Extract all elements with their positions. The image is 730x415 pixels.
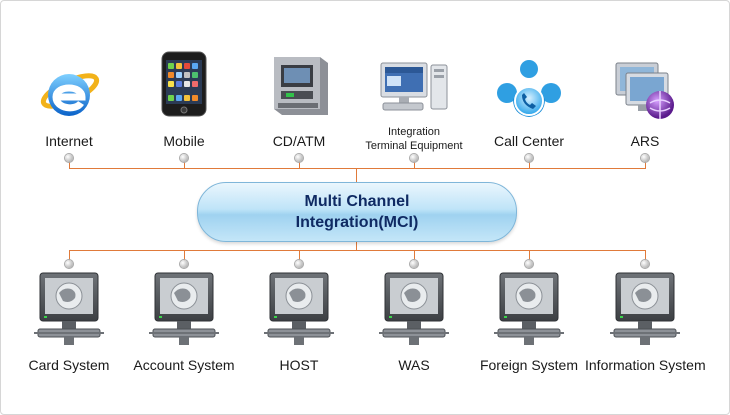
connector-dot xyxy=(641,154,649,162)
channel-label: Integration Terminal Equipment xyxy=(354,125,474,153)
system-label: Information System xyxy=(585,357,706,373)
system-label: Account System xyxy=(133,357,235,373)
channel-label-line2: Terminal Equipment xyxy=(365,140,463,152)
mci-hub-title-line2: Integration(MCI) xyxy=(295,214,419,231)
call-center-icon xyxy=(497,60,561,117)
system-label: Card System xyxy=(28,357,110,373)
connector-dot xyxy=(525,260,533,268)
connector-dot xyxy=(180,154,188,162)
channel-label: CD/ATM xyxy=(272,133,326,149)
server-monitor-icon xyxy=(34,272,104,345)
connector-dot xyxy=(65,260,73,268)
server-monitor-icon xyxy=(379,272,449,345)
connector-dot xyxy=(641,260,649,268)
internet-explorer-icon xyxy=(40,73,100,116)
connector-dot xyxy=(410,154,418,162)
connector-dot xyxy=(295,154,303,162)
connector-dot xyxy=(525,154,533,162)
channel-label: ARS xyxy=(630,133,660,149)
server-monitor-icon xyxy=(610,272,680,345)
system-label: WAS xyxy=(398,357,430,373)
system-label: HOST xyxy=(279,357,319,373)
channel-label: Internet xyxy=(45,133,93,149)
mci-hub: Multi Channel Integration(MCI) xyxy=(197,182,517,242)
server-monitor-icon xyxy=(494,272,564,345)
ars-icon xyxy=(615,62,674,119)
server-monitor-icon xyxy=(149,272,219,345)
system-label: Foreign System xyxy=(479,357,579,373)
atm-icon xyxy=(274,57,328,115)
channel-label: Mobile xyxy=(163,133,205,149)
channel-label: Call Center xyxy=(493,133,565,149)
mci-hub-title: Multi Channel Integration(MCI) xyxy=(198,191,516,233)
connector-dot xyxy=(180,260,188,268)
connector-dot xyxy=(295,260,303,268)
mci-hub-title-line1: Multi Channel xyxy=(304,193,410,210)
server-monitor-icon xyxy=(264,272,334,345)
mobile-phone-icon xyxy=(161,51,207,117)
connector-dot xyxy=(410,260,418,268)
connector-dot xyxy=(65,154,73,162)
terminal-computer-icon xyxy=(380,62,448,111)
channel-label-line1: Integration xyxy=(388,126,440,138)
